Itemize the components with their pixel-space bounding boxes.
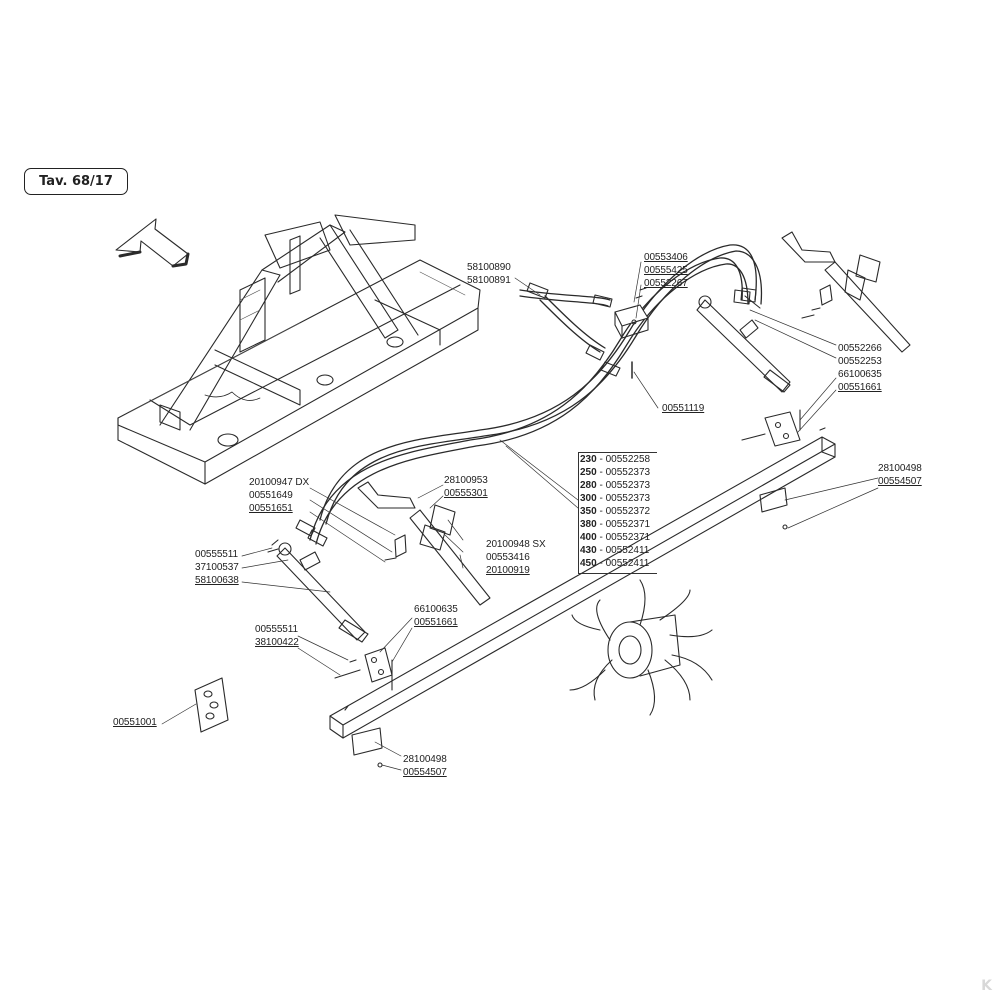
part-label-20100919: 20100919 [486, 565, 530, 576]
hose-fittings [295, 282, 757, 547]
hydraulic-hoses [309, 244, 763, 545]
part-label-58100638: 58100638 [195, 575, 239, 586]
part-label-00551119: 00551119 [662, 403, 705, 414]
size-row: 450 - 00552411 [580, 558, 650, 569]
size-code-table [578, 452, 657, 574]
part-label-00554507-right: 00554507 [878, 476, 922, 487]
part-label-28100498-left: 28100498 [403, 754, 447, 765]
right-crank-assembly [781, 231, 911, 353]
part-label-38100422: 38100422 [255, 637, 299, 648]
part-label-58100891: 58100891 [467, 275, 511, 286]
part-label-00555511-lower: 00555511 [255, 624, 298, 635]
part-label-00551661-left: 00551661 [414, 617, 458, 628]
part-label-00552253: 00552253 [838, 356, 882, 367]
size-row: 280 - 00552373 [580, 480, 651, 491]
size-row: 380 - 00552371 [580, 519, 651, 530]
size-row: 350 - 00552372 [580, 506, 651, 517]
part-label-00555301: 00555301 [444, 488, 488, 499]
part-label-00551651: 00551651 [249, 503, 293, 514]
part-label-00552266: 00552266 [838, 343, 882, 354]
part-label-20100948-sx: 20100948 SX [486, 539, 546, 550]
part-label-20100947-dx: 20100947 DX [249, 477, 310, 488]
size-row: 230 - 00552258 [580, 454, 651, 465]
part-label-66100635-right: 66100635 [838, 369, 882, 380]
leader-lines [161, 261, 879, 771]
plate-number: Tav. 68/17 [24, 168, 128, 195]
rotor-tine-unit [569, 579, 713, 716]
part-label-00551661-right: 00551661 [838, 382, 882, 393]
part-label-28100498-right: 28100498 [878, 463, 922, 474]
part-label-28100953: 28100953 [444, 475, 488, 486]
part-label-00551649: 00551649 [249, 490, 293, 501]
left-crank-assembly [357, 481, 491, 606]
part-label-66100635-left: 66100635 [414, 604, 458, 615]
left-hydraulic-cylinder [267, 539, 369, 643]
part-label-00554507-left: 00554507 [403, 767, 447, 778]
part-label-37100537: 37100537 [195, 562, 239, 573]
part-label-00553416: 00553416 [486, 552, 530, 563]
part-label-00552267: 00552267 [644, 278, 688, 289]
part-label-00555511-upper: 00555511 [195, 549, 238, 560]
part-label-00555425: 00555425 [644, 265, 688, 276]
label-plate [194, 677, 229, 733]
size-row: 400 - 00552371 [580, 532, 651, 543]
part-label-00553406: 00553406 [644, 252, 688, 263]
size-row: 300 - 00552373 [580, 493, 651, 504]
size-row: 430 - 00552411 [580, 545, 650, 556]
part-label-00551001: 00551001 [113, 717, 157, 728]
mounting-brackets [334, 409, 801, 768]
distribution-block [614, 287, 649, 379]
hitch-frame [117, 214, 481, 485]
part-label-58100890: 58100890 [467, 262, 511, 273]
main-frame-tube [329, 427, 836, 739]
right-hydraulic-cylinder [696, 295, 791, 393]
size-row: 250 - 00552373 [580, 467, 651, 478]
watermark-logo-icon: K [981, 978, 992, 994]
direction-arrow-icon [115, 218, 190, 268]
